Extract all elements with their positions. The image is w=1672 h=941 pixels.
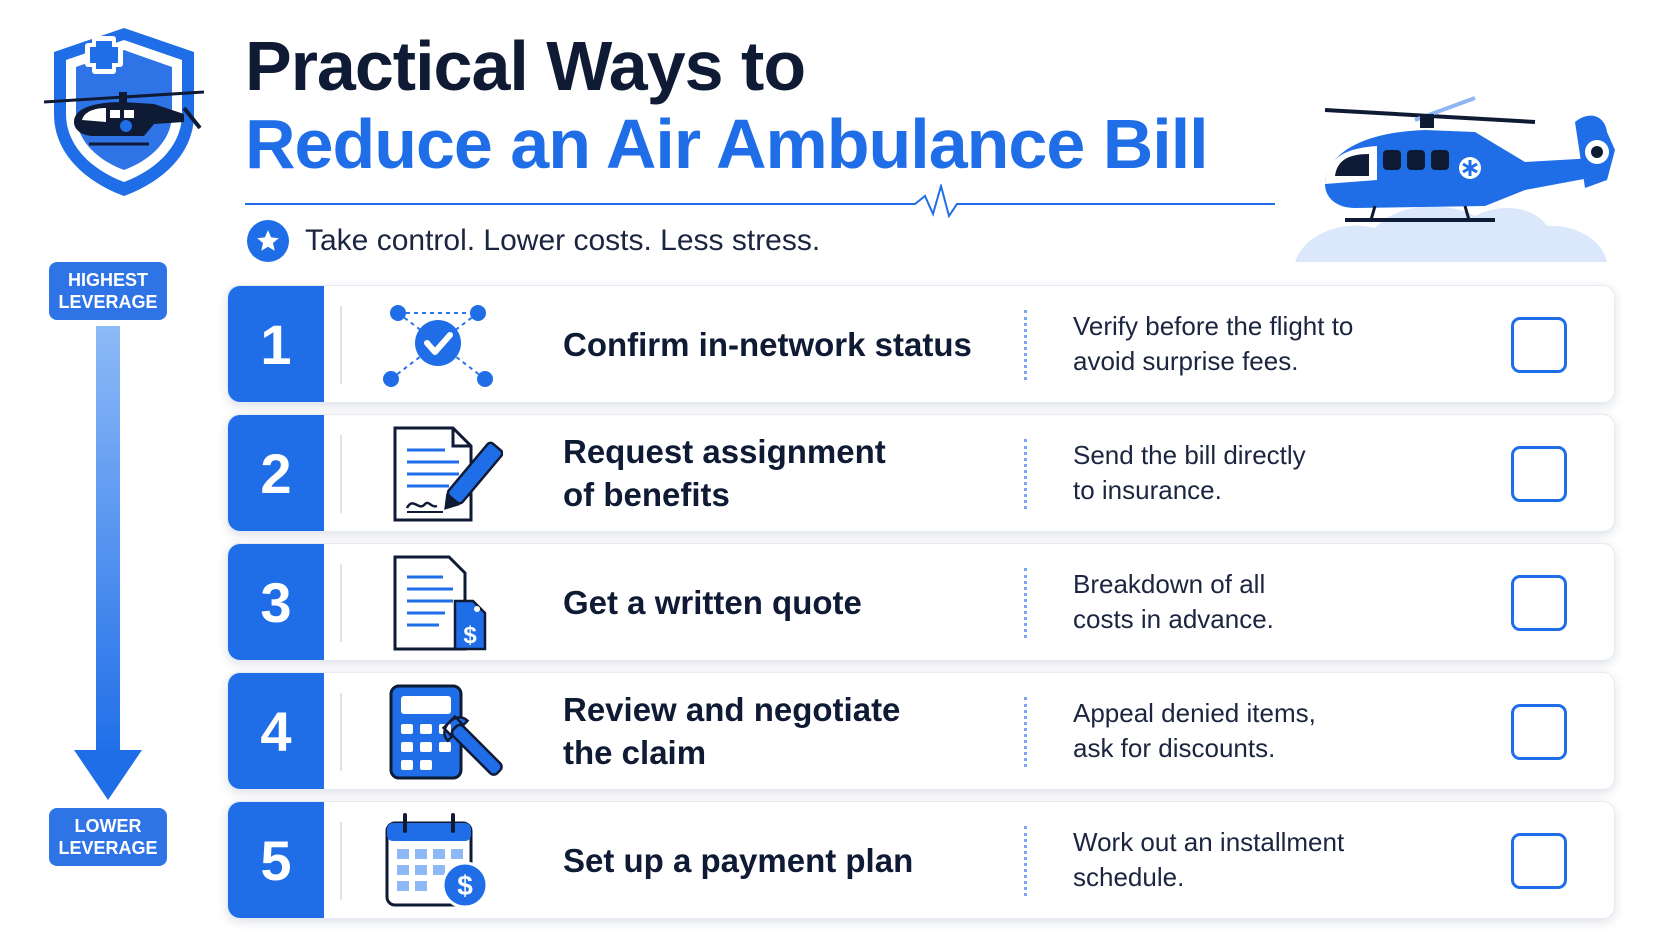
highest-leverage-badge: HIGHEST LEVERAGE — [49, 262, 167, 320]
step-title-line1: Request assignment — [563, 433, 886, 470]
step-number: 2 — [228, 415, 324, 531]
tagline-row: Take control. Lower costs. Less stress. — [247, 220, 821, 262]
step-row-3: 3 $ Get a written quote Breakdown of all… — [227, 543, 1615, 661]
step-row-2: 2 Request assignment of benefits Send th… — [227, 414, 1615, 532]
step-title-line1: Get a written quote — [563, 583, 862, 621]
step-description: Appeal denied items, ask for discounts. — [1073, 673, 1403, 789]
tagline: Take control. Lower costs. Less stress. — [305, 224, 821, 257]
step-row-4: 4 Review and negotiate the claim Appeal … — [227, 672, 1615, 790]
dotted-divider — [1024, 310, 1027, 380]
step-number: 5 — [228, 802, 324, 918]
step-row-1: 1 Confirm in-network status Verify befor… — [227, 285, 1615, 403]
shield-helicopter-logo — [43, 28, 205, 196]
page-title-line1: Practical Ways to — [245, 27, 806, 105]
step-row-5: 5 $ Set up a payment plan Work out an in… — [227, 801, 1615, 919]
step-checkbox[interactable] — [1511, 317, 1567, 373]
step-title: Review and negotiate the claim — [563, 673, 983, 789]
step-checkbox[interactable] — [1511, 833, 1567, 889]
step-desc-line1: Send the bill directly — [1073, 440, 1306, 470]
divider — [340, 306, 342, 384]
step-title: Confirm in-network status — [563, 286, 983, 402]
step-description: Send the bill directly to insurance. — [1073, 415, 1403, 531]
step-description: Work out an installment schedule. — [1073, 802, 1403, 918]
lower-leverage-line1: LOWER — [74, 816, 142, 836]
divider — [340, 822, 342, 900]
step-title-line1: Confirm in-network status — [563, 325, 972, 363]
calculator-wrench-icon — [389, 684, 503, 780]
step-number: 4 — [228, 673, 324, 789]
step-desc-line1: Work out an installment — [1073, 827, 1345, 857]
calendar-dollar-icon: $ — [385, 813, 489, 909]
divider — [340, 693, 342, 771]
step-desc-line2: to insurance. — [1073, 475, 1222, 505]
steps-list: 1 Confirm in-network status Verify befor… — [227, 285, 1615, 930]
dotted-divider — [1024, 697, 1027, 767]
step-desc-line2: schedule. — [1073, 862, 1185, 892]
highest-leverage-line1: HIGHEST — [67, 270, 148, 290]
highest-leverage-line2: LEVERAGE — [58, 292, 158, 312]
dotted-divider — [1024, 439, 1027, 509]
dotted-divider — [1024, 826, 1027, 896]
step-desc-line1: Breakdown of all — [1073, 569, 1266, 599]
step-title: Set up a payment plan — [563, 802, 983, 918]
step-number: 1 — [228, 286, 324, 402]
step-description: Breakdown of all costs in advance. — [1073, 544, 1403, 660]
divider — [340, 435, 342, 513]
step-description: Verify before the flight to avoid surpri… — [1073, 286, 1403, 402]
step-title: Get a written quote — [563, 544, 983, 660]
quote-price-tag-icon: $ — [393, 555, 487, 651]
step-number: 3 — [228, 544, 324, 660]
step-title-line1: Review and negotiate — [563, 691, 901, 728]
svg-text:$: $ — [457, 870, 473, 901]
page-title-line2: Reduce an Air Ambulance Bill — [245, 105, 1209, 183]
dotted-divider — [1024, 568, 1027, 638]
step-desc-line2: ask for discounts. — [1073, 733, 1276, 763]
network-check-icon — [383, 305, 493, 387]
lower-leverage-badge: LOWER LEVERAGE — [49, 808, 167, 866]
step-title: Request assignment of benefits — [563, 415, 983, 531]
star-icon — [247, 220, 289, 262]
leverage-arrow-icon — [74, 326, 142, 800]
svg-text:$: $ — [463, 622, 477, 649]
step-checkbox[interactable] — [1511, 446, 1567, 502]
divider — [340, 564, 342, 642]
step-checkbox[interactable] — [1511, 575, 1567, 631]
helicopter-illustration — [1295, 96, 1615, 262]
step-checkbox[interactable] — [1511, 704, 1567, 760]
step-title-line2: of benefits — [563, 476, 730, 513]
step-title-line2: the claim — [563, 734, 707, 771]
heartbeat-divider — [245, 184, 1275, 218]
step-title-line1: Set up a payment plan — [563, 841, 914, 879]
lower-leverage-line2: LEVERAGE — [58, 838, 158, 858]
step-desc-line1: Verify before the flight to — [1073, 311, 1354, 341]
step-desc-line2: avoid surprise fees. — [1073, 346, 1299, 376]
step-desc-line1: Appeal denied items, — [1073, 698, 1316, 728]
document-sign-icon — [393, 426, 503, 522]
step-desc-line2: costs in advance. — [1073, 604, 1274, 634]
